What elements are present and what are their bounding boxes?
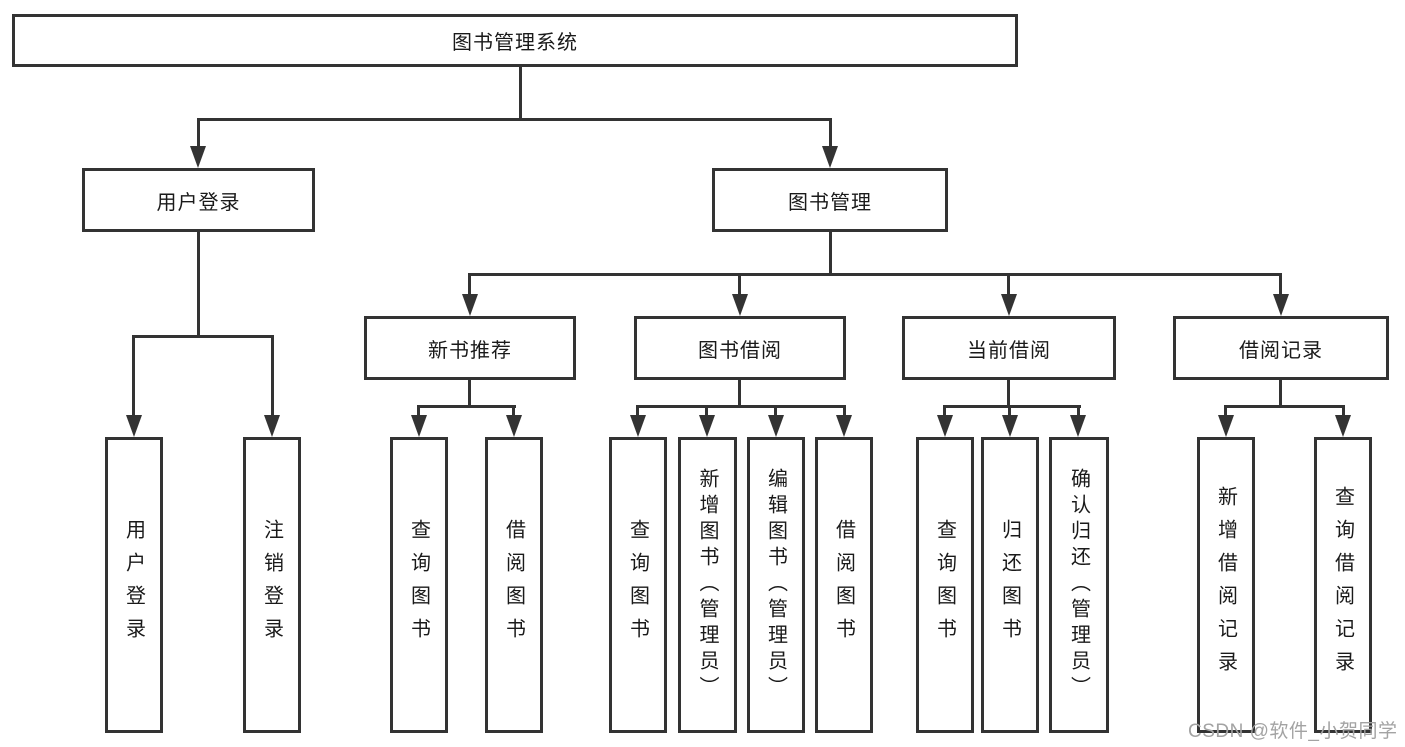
leaf-query-book-recommend: 查询图书 (390, 437, 448, 733)
node-library-management-system: 图书管理系统 (12, 14, 1018, 67)
leaf-edit-book-admin: 编辑图书（管理员） (747, 437, 805, 733)
arrow-down-icon (411, 415, 427, 437)
connector-line (132, 335, 135, 415)
node-label: 借阅记录 (1239, 339, 1323, 362)
connector-line (829, 232, 832, 276)
leaf-add-borrow-record: 新增借阅记录 (1197, 437, 1255, 733)
connector-line (1224, 405, 1227, 417)
connector-line (417, 405, 420, 417)
arrow-down-icon (462, 294, 478, 316)
connector-line (1224, 405, 1345, 408)
connector-line (271, 335, 274, 415)
node-label: 借阅图书 (502, 519, 525, 651)
arrow-down-icon (768, 415, 784, 437)
node-label: 编辑图书（管理员） (764, 468, 787, 702)
connector-line (1077, 405, 1080, 417)
connector-line (468, 273, 471, 296)
arrow-down-icon (1335, 415, 1351, 437)
node-label: 新增借阅记录 (1214, 486, 1237, 684)
node-label: 查询图书 (626, 519, 649, 651)
leaf-add-book-admin: 新增图书（管理员） (678, 437, 737, 733)
connector-line (468, 380, 471, 408)
connector-line (705, 405, 708, 417)
connector-line (468, 273, 1282, 276)
connector-line (197, 118, 832, 121)
node-book-borrowing: 图书借阅 (634, 316, 846, 380)
arrow-down-icon (1070, 415, 1086, 437)
arrow-down-icon (190, 146, 206, 168)
node-borrow-records: 借阅记录 (1173, 316, 1389, 380)
leaf-borrow-book-recommend: 借阅图书 (485, 437, 543, 733)
leaf-return-book: 归还图书 (981, 437, 1039, 733)
node-book-management: 图书管理 (712, 168, 948, 232)
leaf-query-book-borrowing: 查询图书 (609, 437, 667, 733)
node-new-book-recommend: 新书推荐 (364, 316, 576, 380)
arrow-down-icon (1002, 415, 1018, 437)
connector-line (636, 405, 846, 408)
connector-line (417, 405, 516, 408)
node-label: 新增图书（管理员） (696, 468, 718, 702)
node-label: 查询图书 (933, 519, 956, 651)
arrow-down-icon (1273, 294, 1289, 316)
arrow-down-icon (836, 415, 852, 437)
node-label: 查询借阅记录 (1331, 486, 1354, 684)
connector-line (132, 335, 274, 338)
connector-line (519, 67, 522, 118)
connector-line (197, 118, 200, 150)
node-label: 图书借阅 (698, 339, 782, 362)
node-label: 归还图书 (998, 519, 1021, 651)
connector-line (1007, 380, 1010, 408)
node-label: 图书管理系统 (452, 32, 578, 54)
connector-line (1279, 380, 1282, 408)
node-user-login: 用户登录 (82, 168, 315, 232)
arrow-down-icon (264, 415, 280, 437)
arrow-down-icon (937, 415, 953, 437)
connector-line (943, 405, 946, 417)
connector-line (197, 232, 200, 335)
leaf-confirm-return-admin: 确认归还（管理员） (1049, 437, 1109, 733)
node-label: 用户登录 (156, 191, 241, 214)
connector-line (1279, 273, 1282, 296)
csdn-watermark: CSDN @软件_小贺同学 (1188, 721, 1398, 742)
leaf-query-borrow-record: 查询借阅记录 (1314, 437, 1372, 733)
connector-line (774, 405, 777, 417)
node-current-borrowing: 当前借阅 (902, 316, 1116, 380)
node-label: 查询图书 (407, 519, 430, 651)
connector-line (738, 380, 741, 408)
arrow-down-icon (822, 146, 838, 168)
node-label: 当前借阅 (967, 339, 1051, 362)
arrow-down-icon (126, 415, 142, 437)
arrow-down-icon (699, 415, 715, 437)
node-label: 用户登录 (122, 519, 145, 651)
connector-line (1008, 405, 1011, 417)
connector-line (943, 405, 1081, 408)
node-label: 新书推荐 (428, 339, 512, 362)
arrow-down-icon (1001, 294, 1017, 316)
connector-line (1342, 405, 1345, 417)
arrow-down-icon (1218, 415, 1234, 437)
leaf-user-login: 用户登录 (105, 437, 163, 733)
node-label: 确认归还（管理员） (1067, 468, 1090, 702)
arrow-down-icon (732, 294, 748, 316)
node-label: 图书管理 (788, 191, 872, 214)
connector-line (843, 405, 846, 417)
connector-line (512, 405, 515, 417)
connector-line (636, 405, 639, 417)
leaf-query-book-current: 查询图书 (916, 437, 974, 733)
arrow-down-icon (506, 415, 522, 437)
connector-line (738, 273, 741, 296)
arrow-down-icon (630, 415, 646, 437)
node-label: 注销登录 (260, 519, 283, 651)
leaf-borrow-book: 借阅图书 (815, 437, 873, 733)
leaf-logout: 注销登录 (243, 437, 301, 733)
node-label: 借阅图书 (832, 519, 855, 651)
connector-line (829, 118, 832, 150)
connector-line (1007, 273, 1010, 296)
